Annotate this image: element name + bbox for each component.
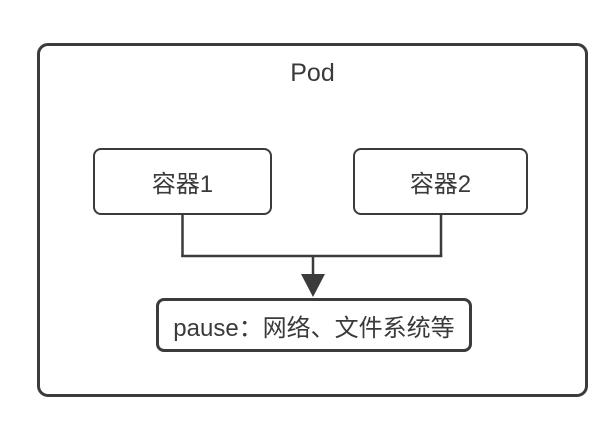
node-container-1-label: 容器1 [151,171,214,198]
node-container-2: 容器2 [353,148,528,215]
pod-title: Pod [290,59,335,87]
node-container-1: 容器1 [93,148,272,215]
node-pause: pause：网络、文件系统等 [156,298,472,352]
node-pause-label: pause：网络、文件系统等 [173,314,455,342]
node-container-2-label: 容器2 [409,171,472,198]
